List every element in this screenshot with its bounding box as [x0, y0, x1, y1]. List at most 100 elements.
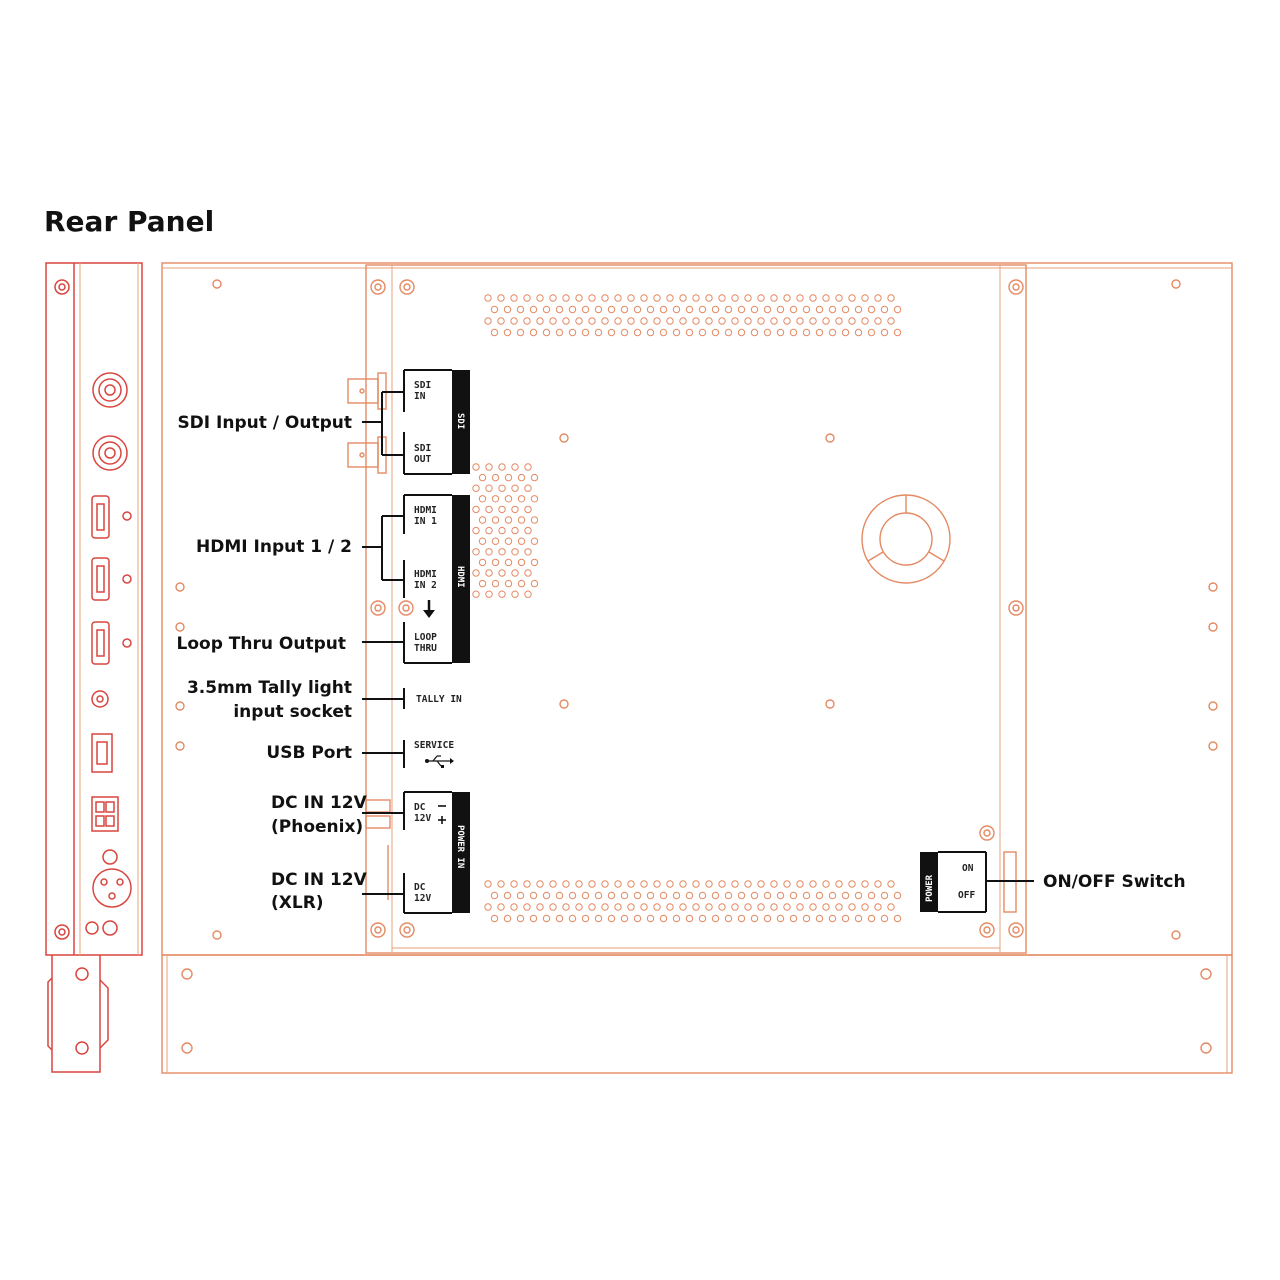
vent-hole [893, 305, 902, 314]
vent-hole [516, 305, 525, 314]
sdi-out-label-2: OUT [414, 454, 431, 465]
vent-hole [472, 505, 480, 514]
vent-hole [893, 328, 902, 337]
vent-hole [854, 305, 863, 314]
vent-hole [485, 548, 493, 556]
callout-usb: USB Port [266, 743, 352, 763]
vent-hole [835, 903, 843, 911]
vent-hole [874, 294, 882, 302]
vent-hole [523, 880, 531, 888]
vent-hole [478, 473, 487, 482]
vent-hole [517, 537, 526, 545]
vent-hole [517, 473, 526, 482]
vent-hole [828, 328, 837, 337]
vent-hole [783, 880, 791, 888]
vent-hole [491, 473, 500, 482]
vent-hole [594, 328, 603, 337]
vent-hole [484, 317, 492, 325]
vent-hole [511, 569, 519, 577]
usb-icon [425, 755, 454, 768]
vent-hole [874, 880, 882, 888]
page-title: Rear Panel [44, 205, 214, 238]
vent-hole [757, 294, 765, 302]
vent-hole [555, 914, 564, 923]
vent-hole [880, 914, 889, 923]
vent-hole [711, 891, 720, 900]
vent-hole [679, 294, 687, 302]
on-label: ON [962, 863, 974, 874]
callout-sdi: SDI Input / Output [177, 413, 352, 433]
vent-hole [822, 317, 830, 325]
vent-hole [705, 317, 713, 325]
vent-hole [498, 526, 506, 535]
vent-hole [718, 903, 726, 911]
callout-dc-phoenix-line1: DC IN 12V [271, 793, 368, 813]
sdi-bar-label: SDI [455, 413, 465, 429]
vent-hole [516, 328, 525, 337]
vent-hole [724, 328, 733, 337]
vent-hole [867, 328, 876, 337]
vent-hole [614, 903, 622, 911]
power-switch-plate: POWER ON OFF [920, 851, 987, 913]
vent-hole [568, 914, 577, 923]
vent-hole [789, 891, 798, 900]
vent-hole [835, 880, 843, 888]
vent-hole [594, 305, 603, 314]
vent-hole [770, 903, 778, 911]
tally-in-label: TALLY IN [416, 694, 462, 705]
vent-hole [511, 463, 519, 471]
vent-hole [498, 484, 506, 492]
vent-hole [724, 891, 733, 900]
leader-lines [362, 391, 1034, 895]
vent-hole [490, 891, 499, 900]
vent-hole [867, 914, 876, 923]
vent-hole [666, 317, 674, 325]
vent-hole [536, 294, 544, 302]
vent-hole [776, 305, 785, 314]
vent-hole [498, 463, 506, 471]
vent-hole [478, 579, 487, 588]
vent-hole [530, 495, 539, 503]
callout-switch: ON/OFF Switch [1043, 872, 1186, 892]
vent-hole [503, 914, 512, 923]
vent-hole [523, 317, 531, 325]
vent-hole [472, 590, 480, 598]
vent-hole [581, 914, 590, 923]
tally-service-plate: TALLY IN SERVICE [403, 688, 462, 768]
vent-hole [653, 880, 661, 888]
vent-hole [861, 317, 869, 325]
vent-hole [724, 305, 733, 314]
vent-hole [524, 569, 532, 577]
vent-hole [763, 914, 772, 923]
vent-hole [549, 880, 557, 888]
sdi-in-label-1: SDI [414, 380, 431, 391]
vent-hole [672, 914, 681, 923]
hdmi1-label-2: IN 1 [414, 516, 437, 527]
vent-hole [861, 294, 869, 302]
vent-hole [633, 914, 642, 923]
vent-hole [472, 548, 480, 556]
vent-hole [750, 328, 759, 337]
hdmi2-label-2: IN 2 [414, 580, 437, 591]
vent-hole [484, 880, 492, 888]
vent-hole [510, 294, 518, 302]
vent-hole [887, 903, 895, 911]
rear-view [161, 262, 1233, 1074]
vent-hole [770, 880, 778, 888]
vent-hole [601, 317, 609, 325]
vent-hole [497, 903, 505, 911]
vent-hole [524, 590, 532, 598]
vent-hole [659, 305, 668, 314]
sdi-plate: SDI IN SDI OUT SDI [403, 369, 470, 475]
vent-hole [887, 317, 895, 325]
vent-hole [517, 516, 526, 524]
vent-hole [737, 328, 746, 337]
vent-hole [640, 294, 648, 302]
vent-hole [776, 891, 785, 900]
vent-hole [880, 891, 889, 900]
vent-hole [523, 294, 531, 302]
vent-hole [854, 914, 863, 923]
vent-hole [504, 558, 513, 567]
sdi-out-label-1: SDI [414, 443, 431, 454]
vent-hole [549, 317, 557, 325]
